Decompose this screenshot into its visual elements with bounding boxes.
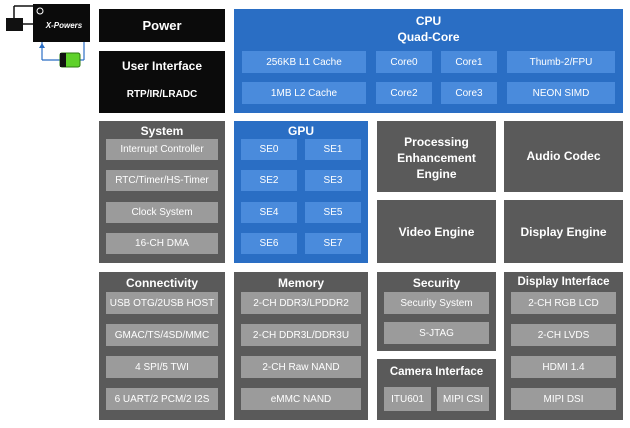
cpu-core3: Core3 (441, 82, 497, 104)
gpu-shader-engine: SE0 (241, 139, 297, 160)
display-engine-block: Display Engine (504, 200, 623, 263)
user-interface-subtitle: RTP/IR/LRADC (126, 89, 198, 100)
security-title: Security (412, 276, 461, 290)
system-item: Interrupt Controller (106, 139, 218, 160)
memory-item: 2-CH Raw NAND (241, 356, 361, 378)
connectivity-item: 6 UART/2 PCM/2 I2S (106, 388, 218, 410)
connectivity-title: Connectivity (125, 276, 198, 290)
battery-icon (59, 52, 81, 68)
security-block: Security Security System S-JTAG (377, 272, 496, 351)
gpu-shader-engine: SE5 (305, 202, 361, 223)
video-engine-block: Video Engine (377, 200, 496, 263)
system-item: 16-CH DMA (106, 233, 218, 254)
display-interface-item: MIPI DSI (511, 388, 616, 410)
memory-item: 2-CH DDR3L/DDR3U (241, 324, 361, 346)
camera-interface-item: ITU601 (384, 387, 431, 411)
system-title: System (140, 124, 184, 138)
cpu-thumb2-fpu: Thumb-2/FPU (507, 51, 615, 73)
memory-block: Memory 2-CH DDR3/LPDDR2 2-CH DDR3L/DDR3U… (234, 272, 368, 420)
user-interface-title: User Interface (121, 59, 203, 73)
cpu-subtitle: Quad-Core (397, 30, 460, 44)
gpu-shader-engine: SE3 (305, 170, 361, 191)
security-item: Security System (384, 292, 489, 314)
cpu-l1-cache: 256KB L1 Cache (242, 51, 366, 73)
gpu-shader-engine: SE6 (241, 233, 297, 254)
connectivity-block: Connectivity USB OTG/2USB HOST GMAC/TS/4… (99, 272, 225, 420)
cpu-l2-cache: 1MB L2 Cache (242, 82, 366, 104)
memory-title: Memory (277, 276, 324, 290)
audio-codec-block: Audio Codec (504, 121, 623, 192)
cpu-core2: Core2 (376, 82, 432, 104)
power-ic-illustration: X-Powers (0, 0, 95, 80)
processing-enhancement-engine-title: Processing Enhancement Engine (397, 135, 476, 181)
gpu-shader-engine: SE7 (305, 233, 361, 254)
camera-interface-item: MIPI CSI (437, 387, 489, 411)
camera-interface-title: Camera Interface (389, 366, 484, 378)
user-interface-block: User Interface RTP/IR/LRADC (99, 51, 225, 113)
display-engine-title: Display Engine (520, 225, 607, 239)
cpu-block: CPU Quad-Core 256KB L1 Cache Core0 Core1… (234, 9, 623, 113)
system-item: RTC/Timer/HS-Timer (106, 170, 218, 191)
power-block: Power (99, 9, 225, 42)
gpu-shader-engine: SE2 (241, 170, 297, 191)
gpu-shader-engine: SE4 (241, 202, 297, 223)
system-block: System Interrupt Controller RTC/Timer/HS… (99, 121, 225, 263)
power-title: Power (142, 18, 182, 33)
processing-enhancement-engine-block: Processing Enhancement Engine (377, 121, 496, 192)
connectivity-item: GMAC/TS/4SD/MMC (106, 324, 218, 346)
brand-text: X-Powers (45, 21, 83, 30)
display-interface-item: 2-CH LVDS (511, 324, 616, 346)
display-interface-title: Display Interface (517, 276, 610, 288)
connectivity-item: USB OTG/2USB HOST (106, 292, 218, 314)
security-item: S-JTAG (384, 322, 489, 344)
display-interface-item: HDMI 1.4 (511, 356, 616, 378)
memory-item: 2-CH DDR3/LPDDR2 (241, 292, 361, 314)
gpu-block: GPU SE0 SE1 SE2 SE3 SE4 SE5 SE6 SE7 (234, 121, 368, 263)
gpu-title: GPU (287, 124, 314, 138)
connectivity-item: 4 SPI/5 TWI (106, 356, 218, 378)
audio-codec-title: Audio Codec (526, 149, 601, 163)
display-interface-block: Display Interface 2-CH RGB LCD 2-CH LVDS… (504, 272, 623, 420)
cpu-neon-simd: NEON SIMD (507, 82, 615, 104)
memory-item: eMMC NAND (241, 388, 361, 410)
gpu-shader-engine: SE1 (305, 139, 361, 160)
system-item: Clock System (106, 202, 218, 223)
cpu-core0: Core0 (376, 51, 432, 73)
power-ic-chip-icon: X-Powers (6, 4, 90, 68)
camera-interface-block: Camera Interface ITU601 MIPI CSI (377, 359, 496, 420)
cpu-core1: Core1 (441, 51, 497, 73)
video-engine-title: Video Engine (398, 225, 475, 239)
display-interface-item: 2-CH RGB LCD (511, 292, 616, 314)
cpu-title: CPU (415, 14, 442, 28)
